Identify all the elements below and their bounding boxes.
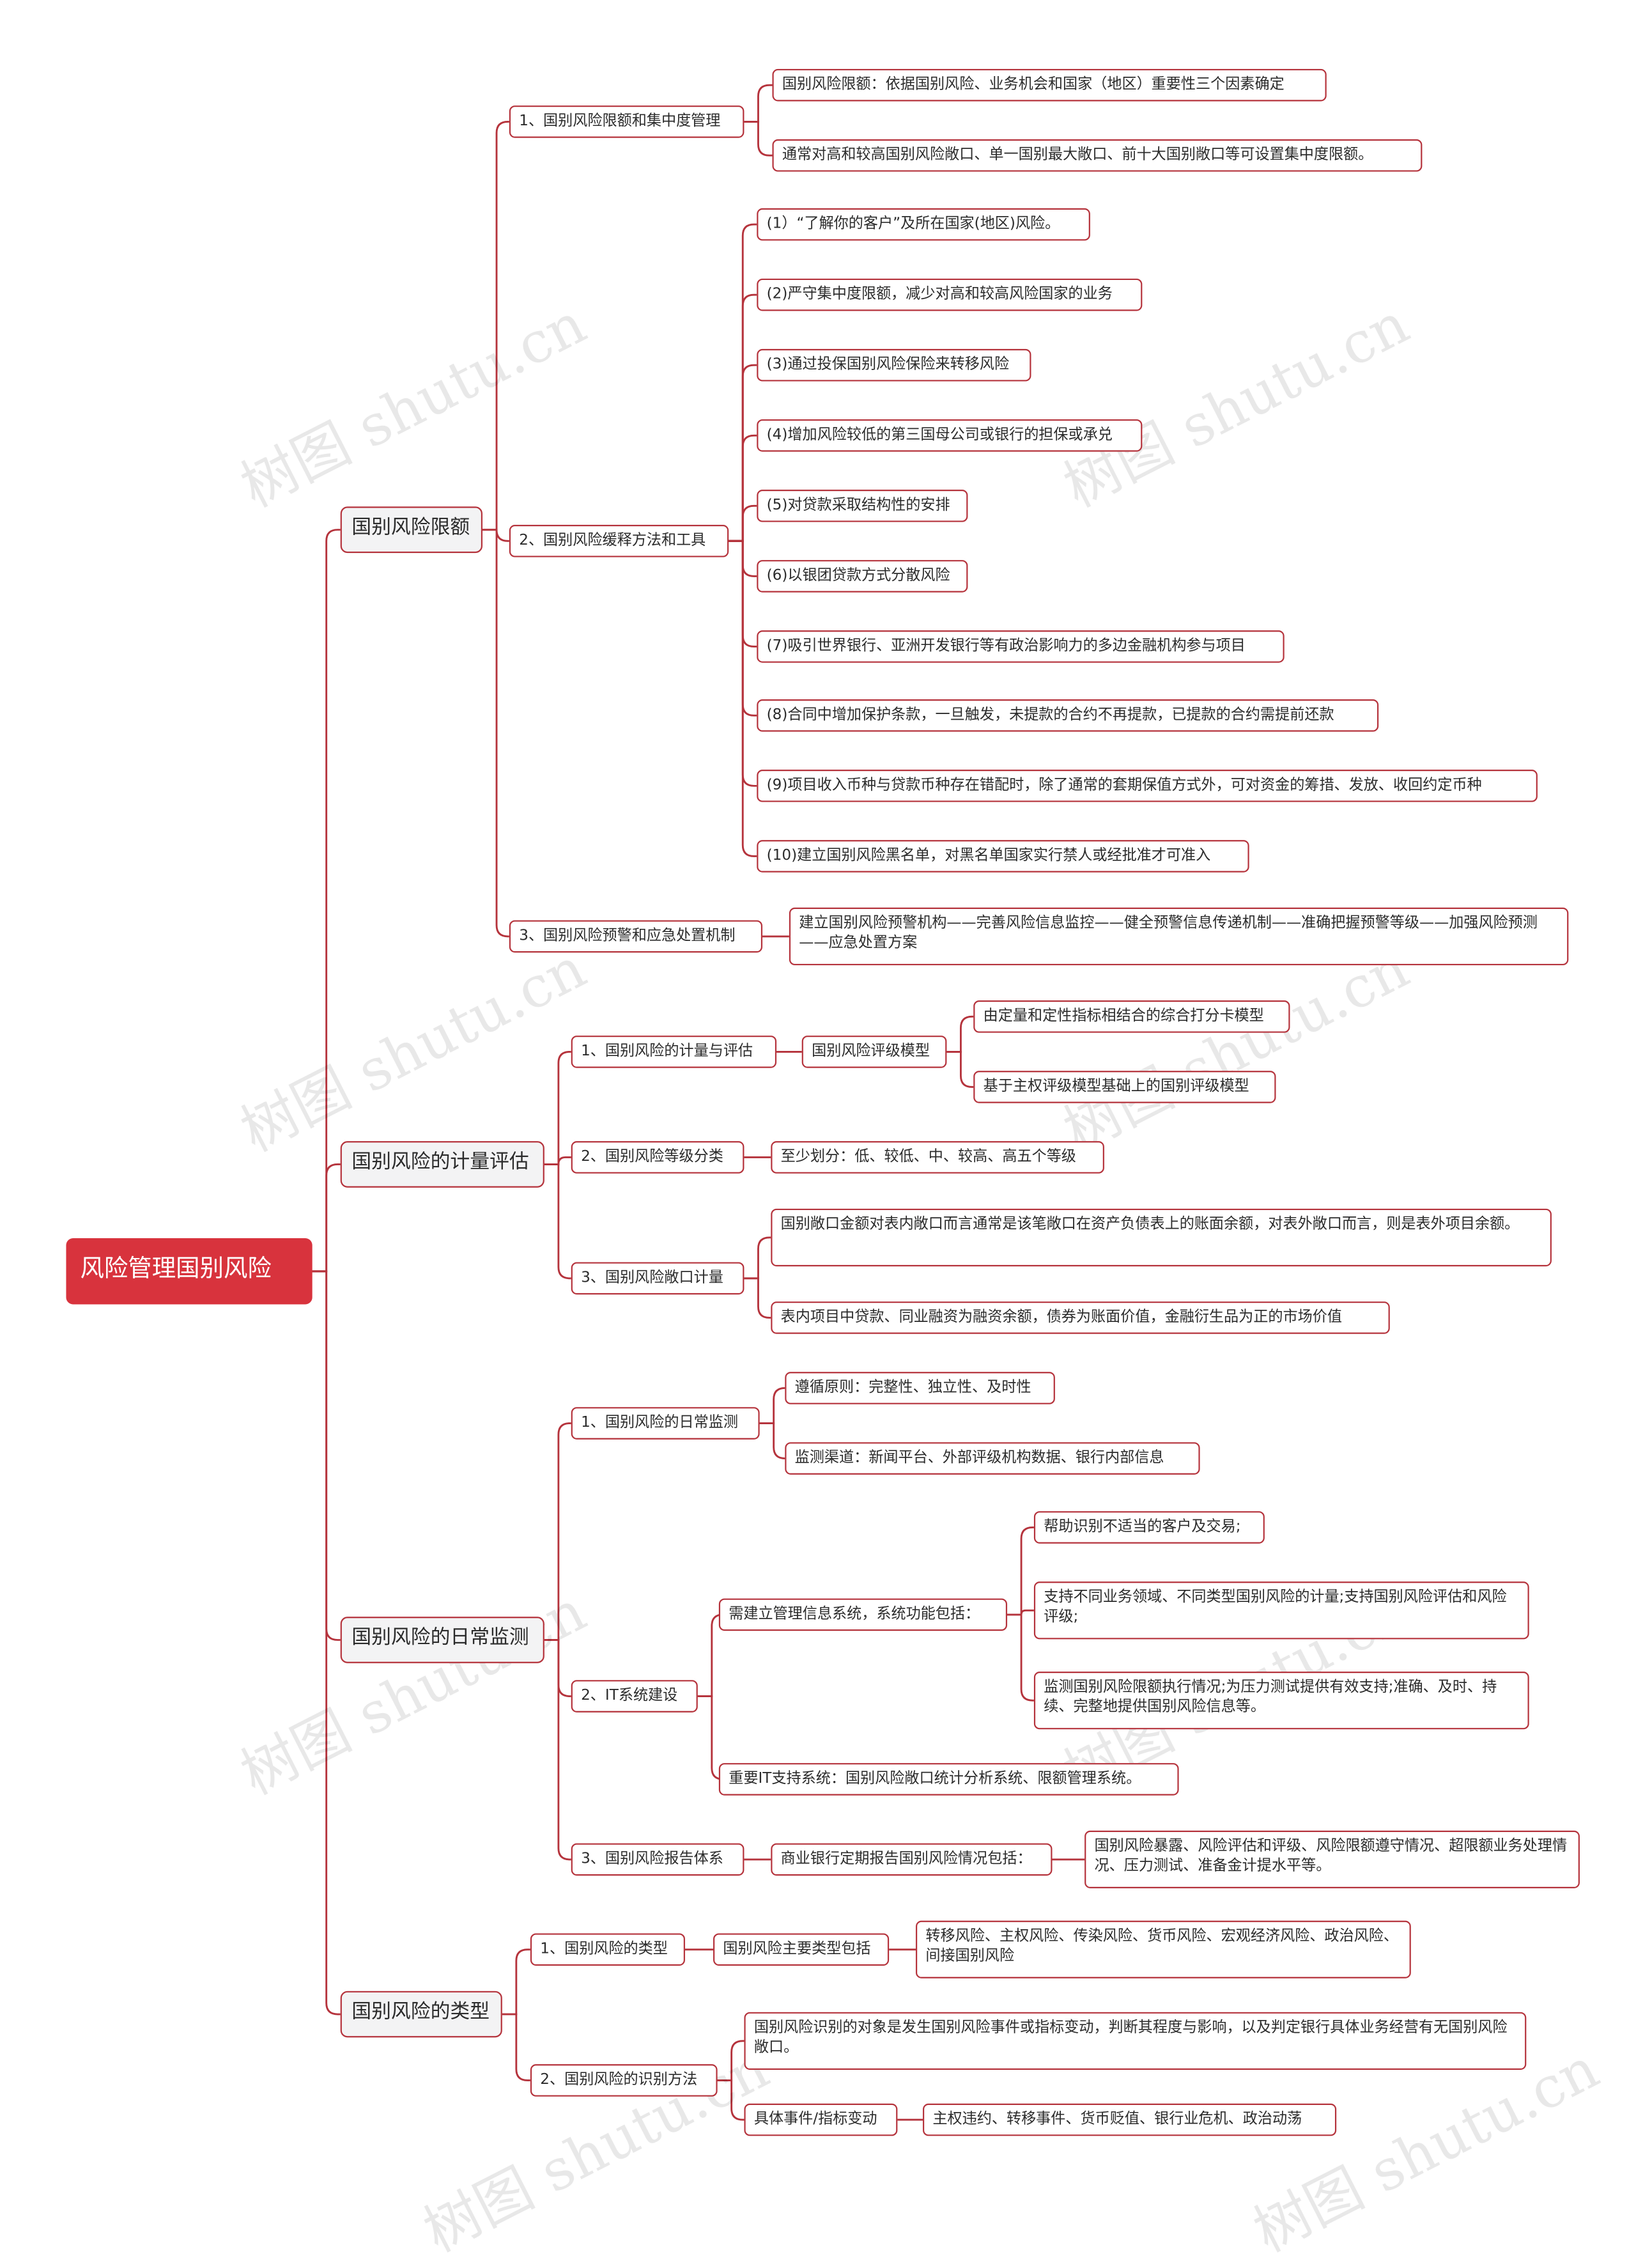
connector-b4-2-1: [717, 2040, 745, 2081]
connector-b1-1-2: [744, 120, 773, 157]
mindmap-node-b1-3[interactable]: 3、国别风险预警和应急处置机制: [509, 920, 763, 953]
mindmap-node-b1-2-10[interactable]: (10)建立国别风险黑名单，对黑名单国家实行禁人或经批准才可准入: [757, 840, 1249, 873]
connector-b2-3-2: [744, 1277, 771, 1319]
mindmap-node-b1-2-3[interactable]: (3)通过投保国别风险保险来转移风险: [757, 348, 1031, 382]
mindmap-node-b4-2-2[interactable]: 具体事件/指标变动: [744, 2103, 898, 2136]
mindmap-node-b3-3-1[interactable]: 商业银行定期报告国别风险情况包括：: [771, 1843, 1053, 1876]
mindmap-node-b3-3-1-1[interactable]: 国别风险暴露、风险评估和评级、风险限额遵守情况、超限额业务处理情况、压力测试、准…: [1084, 1830, 1580, 1889]
mindmap-node-b1-1-1[interactable]: 国别风险限额：依据国别风险、业务机会和国家（地区）重要性三个因素确定: [772, 68, 1327, 102]
mindmap-node-b3-3[interactable]: 3、国别风险报告体系: [571, 1843, 745, 1876]
mindmap-node-b2-3[interactable]: 3、国别风险敞口计量: [571, 1262, 745, 1295]
connector-b4: [312, 1270, 341, 2016]
connector-b1-1: [482, 120, 509, 531]
mindmap-node-b2-1[interactable]: 1、国别风险的计量与评估: [571, 1036, 777, 1068]
mindmap-node-b2-1-1-1[interactable]: 由定量和定性指标相结合的综合打分卡模型: [973, 1000, 1290, 1033]
connector-b1-2-2: [729, 293, 757, 542]
mindmap-node-b3-2-1[interactable]: 需建立管理信息系统，系统功能包括：: [718, 1598, 1008, 1631]
connector-b1-2-5: [729, 504, 757, 542]
connector-b4-1: [502, 1948, 530, 2016]
mindmap-node-b1[interactable]: 国别风险限额: [340, 506, 483, 554]
connector-b1-1-1: [744, 84, 773, 123]
mindmap-node-b2-1-1-2[interactable]: 基于主权评级模型基础上的国别评级模型: [973, 1071, 1276, 1103]
connector-b3-2-1-1: [1007, 1526, 1034, 1616]
mindmap-node-b4-2-2-1[interactable]: 主权违约、转移事件、货币贬值、银行业危机、政治动荡: [922, 2103, 1337, 2136]
connector-b3-1: [544, 1422, 571, 1641]
mindmap-node-b4[interactable]: 国别风险的类型: [340, 1991, 502, 2038]
mindmap-node-b3[interactable]: 国别风险的日常监测: [340, 1617, 544, 1663]
mindmap-node-b1-2-2[interactable]: (2)严守集中度限额，减少对高和较高风险国家的业务: [757, 278, 1143, 311]
mindmap-node-b2-3-2[interactable]: 表内项目中贷款、同业融资为融资余额，债券为账面价值，金融衍生品为正的市场价值: [771, 1301, 1390, 1334]
mindmap-node-b1-1-2[interactable]: 通常对高和较高国别风险敞口、单一国别最大敞口、前十大国别敞口等可设置集中度限额。: [772, 139, 1423, 172]
connector-b3-1-2: [759, 1422, 785, 1459]
mindmap-node-b1-2-1[interactable]: (1）“了解你的客户”及所在国家(地区)风险。: [757, 208, 1090, 241]
mindmap-node-b1-2-8[interactable]: (8)合同中增加保护条款，一旦触发，未提款的合约不再提款，已提款的合约需提前还款: [757, 699, 1379, 732]
mindmap-node-b4-2-1[interactable]: 国别风险识别的对象是发生国别风险事件或指标变动，判断其程度与影响，以及判定银行具…: [744, 2012, 1527, 2070]
mindmap-node-b1-2-4[interactable]: (4)增加风险较低的第三国母公司或银行的担保或承兑: [757, 419, 1143, 452]
mindmap-node-b2[interactable]: 国别风险的计量评估: [340, 1141, 544, 1188]
connector-b2: [312, 1163, 341, 1273]
connector-b1-2-10: [729, 540, 757, 857]
connector-b3-2-1-3: [1007, 1613, 1034, 1702]
mindmap-node-b1-2[interactable]: 2、国别风险缓释方法和工具: [509, 525, 729, 557]
mindmap-node-b1-2-6[interactable]: (6)以银团贷款方式分散风险: [757, 560, 968, 593]
connector-b2-3: [544, 1163, 571, 1280]
connector-b1-3: [482, 529, 509, 938]
mindmap-node-b3-1[interactable]: 1、国别风险的日常监测: [571, 1407, 760, 1440]
connector-b3-3: [544, 1639, 571, 1861]
connector-b2-1-1-1: [946, 1015, 974, 1053]
connector-b3-1-1: [759, 1387, 785, 1424]
mindmap-root-node[interactable]: 风险管理国别风险: [66, 1238, 313, 1305]
mindmap-node-b3-2-1-3[interactable]: 监测国别风险限额执行情况;为压力测试提供有效支持;准确、及时、持续、完整地提供国…: [1033, 1672, 1529, 1730]
mindmap-node-b1-2-9[interactable]: (9)项目收入币种与贷款币种存在错配时，除了通常的套期保值方式外，可对资金的筹措…: [757, 770, 1538, 802]
connector-b1-2-3: [729, 364, 757, 542]
connector-b4-2: [502, 2013, 530, 2081]
connector-lines: [312, 84, 1085, 2121]
mindmap-node-b1-1[interactable]: 1、国别风险限额和集中度管理: [509, 105, 745, 138]
mindmap-node-b4-1-1[interactable]: 国别风险主要类型包括: [713, 1933, 890, 1966]
connector-b4-2-2: [717, 2079, 745, 2121]
mindmap-node-b2-2-1[interactable]: 至少划分：低、较低、中、较高、高五个等级: [771, 1141, 1104, 1174]
mindmap-node-b2-3-1[interactable]: 国别敞口金额对表内敞口而言通常是该笔敞口在资产负债表上的账面余额，对表外敞口而言…: [771, 1208, 1552, 1267]
mindmap-node-b4-1[interactable]: 1、国别风险的类型: [530, 1933, 685, 1966]
mindmap-node-b3-1-1[interactable]: 遵循原则：完整性、独立性、及时性: [785, 1372, 1055, 1404]
mindmap-node-b3-2-1-1[interactable]: 帮助识别不适当的客户及交易;: [1033, 1511, 1265, 1544]
connector-b1-2-1: [729, 223, 757, 542]
mindmap-node-b3-2-2[interactable]: 重要IT支持系统：国别风险敞口统计分析系统、限额管理系统。: [718, 1763, 1179, 1796]
mindmap-node-b2-2[interactable]: 2、国别风险等级分类: [571, 1141, 745, 1174]
mindmap-node-b3-1-2[interactable]: 监测渠道：新闻平台、外部评级机构数据、银行内部信息: [785, 1442, 1200, 1475]
mindmap-node-b4-1-1-1[interactable]: 转移风险、主权风险、传染风险、货币风险、宏观经济风险、政治风险、间接国别风险: [915, 1920, 1411, 1978]
connector-b2-1-1-2: [946, 1050, 974, 1088]
connector-b1: [312, 529, 341, 1273]
connector-b2-1: [544, 1050, 571, 1165]
connector-b1-2-4: [729, 434, 757, 542]
mindmap-node-b1-2-5[interactable]: (5)对贷款采取结构性的安排: [757, 490, 968, 522]
mindmap-node-b2-1-1[interactable]: 国别风险评级模型: [801, 1036, 947, 1068]
mindmap-node-b3-2[interactable]: 2、IT系统建设: [571, 1680, 698, 1713]
connector-b2-3-1: [744, 1236, 771, 1280]
mindmap-node-b4-2[interactable]: 2、国别风险的识别方法: [530, 2064, 718, 2097]
mindmap-node-b1-2-7[interactable]: (7)吸引世界银行、亚洲开发银行等有政治影响力的多边金融机构参与项目: [757, 630, 1285, 663]
mindmap-node-b3-2-1-2[interactable]: 支持不同业务领域、不同类型国别风险的计量;支持国别风险评估和风险评级;: [1033, 1581, 1529, 1640]
mindmap-node-b1-3-1[interactable]: 建立国别风险预警机构——完善风险信息监控——健全预警信息传递机制——准确把握预警…: [789, 907, 1569, 966]
